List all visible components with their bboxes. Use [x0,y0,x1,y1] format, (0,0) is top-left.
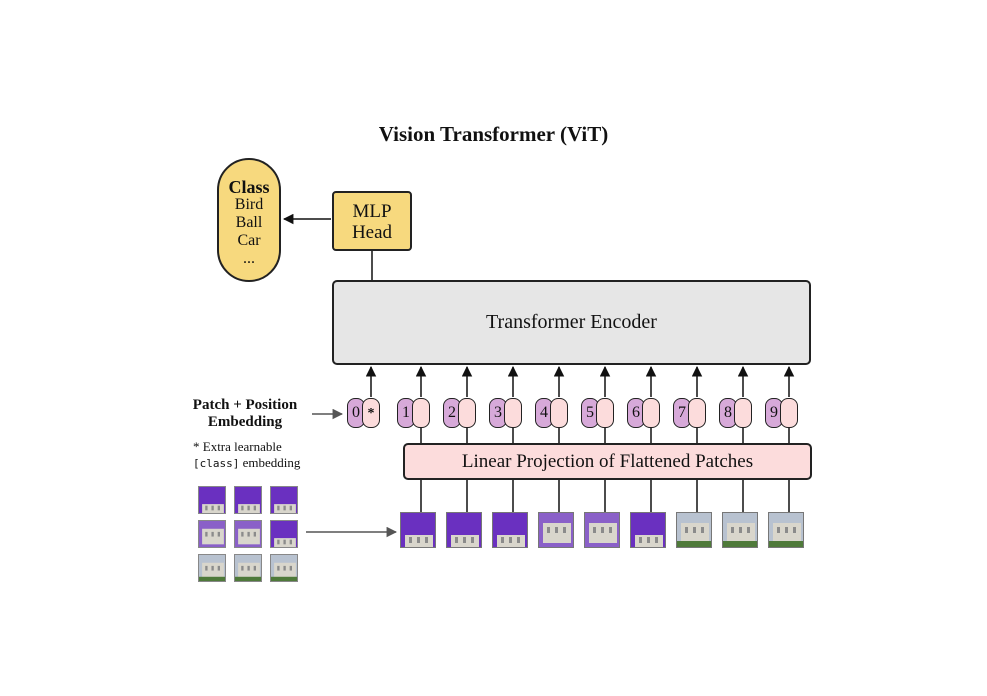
class-item: Bird [234,196,264,213]
mlp-head-line1: MLP [352,201,392,222]
class-item: Ball [235,214,263,231]
input-grid-cell [234,554,262,582]
projection-label: Linear Projection of Flattened Patches [461,450,754,472]
image-patch-3 [492,512,528,548]
pe-label-line1: Patch + Position [192,397,298,413]
note-line1: * Extra learnable [193,439,282,454]
class-heading: Class [228,177,270,197]
input-grid-cell [198,486,226,514]
note-code: [class] [193,457,240,470]
class-item: Car [237,232,261,249]
patch-embedding [550,398,568,428]
extra-embedding-note: * Extra learnable [class] embedding [193,439,300,472]
class-token-embedding: * [362,398,380,428]
transformer-encoder-box: Transformer Encoder [332,280,811,365]
image-patch-4 [538,512,574,548]
patch-embedding [412,398,430,428]
patch-embedding [458,398,476,428]
input-grid-cell [270,520,298,548]
class-output-box: Class Bird Ball Car ... [217,158,281,282]
patch-embedding [596,398,614,428]
input-grid-cell [198,554,226,582]
mlp-head-box: MLP Head [332,191,412,251]
image-patch-6 [630,512,666,548]
image-patch-8 [722,512,758,548]
image-patch-2 [446,512,482,548]
linear-projection-box: Linear Projection of Flattened Patches [403,443,812,480]
encoder-label: Transformer Encoder [486,311,657,333]
input-grid-cell [270,554,298,582]
patch-embedding [734,398,752,428]
input-grid-cell [198,520,226,548]
mlp-head-line2: Head [351,222,393,243]
image-patch-9 [768,512,804,548]
image-patch-5 [584,512,620,548]
input-grid-cell [234,486,262,514]
patch-embedding [504,398,522,428]
patch-embedding [642,398,660,428]
pe-label-line2: Embedding [207,414,283,430]
patch-embedding [688,398,706,428]
input-grid-cell [270,486,298,514]
diagram-title: Vision Transformer (ViT) [378,122,609,146]
image-patch-7 [676,512,712,548]
image-patch-1 [400,512,436,548]
patch-position-embedding-label: Patch + Position Embedding [180,397,310,431]
note-rest: embedding [239,455,301,470]
class-item: ... [243,250,255,267]
input-grid-cell [234,520,262,548]
patch-embedding [780,398,798,428]
